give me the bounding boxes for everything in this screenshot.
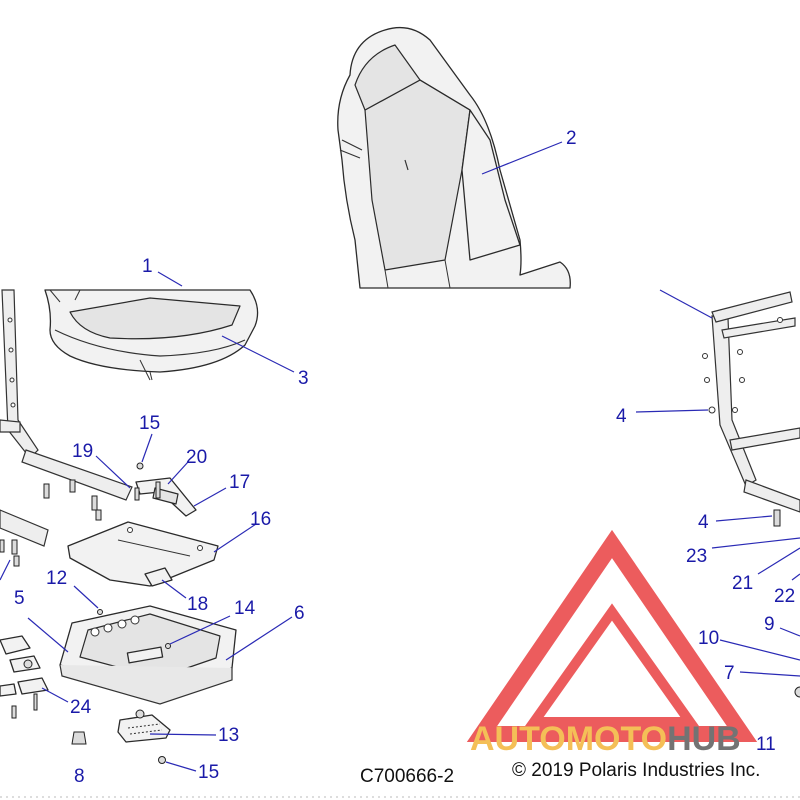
- seat-bottom: [44, 289, 259, 381]
- right-seat-frame: [702, 291, 800, 513]
- callout-18: 18: [187, 594, 208, 615]
- callout-22: 22: [774, 586, 795, 607]
- watermark-part1: AUTOMOTO: [470, 720, 667, 758]
- callout-11: 11: [756, 734, 776, 755]
- callout-2: 2: [566, 128, 577, 149]
- callout-8: 8: [74, 766, 85, 787]
- watermark-part2: HUB: [667, 720, 741, 758]
- callout-1: 1: [142, 256, 153, 277]
- callout-16: 16: [250, 509, 271, 530]
- callout-19: 19: [72, 441, 93, 462]
- callout-4-lower: 4: [698, 512, 709, 533]
- seat-back: [337, 26, 571, 289]
- watermark-text: AUTOMOTOHUB: [470, 720, 741, 758]
- copyright-text: © 2019 Polaris Industries Inc.: [512, 760, 760, 781]
- left-seat-frame: [0, 289, 133, 547]
- callout-7: 7: [724, 663, 735, 684]
- seat-plate: [67, 521, 219, 587]
- callout-20: 20: [186, 447, 207, 468]
- callout-24: 24: [70, 697, 92, 718]
- callout-10: 10: [698, 628, 719, 649]
- figure-id: C700666-2: [360, 766, 454, 787]
- callout-12: 12: [46, 568, 67, 589]
- callout-4: 4: [616, 406, 627, 427]
- callout-9: 9: [764, 614, 775, 635]
- callout-3: 3: [298, 368, 309, 389]
- callout-21: 21: [732, 573, 753, 594]
- watermark-inner-triangle-icon: [524, 603, 700, 727]
- slider-plate: [117, 714, 171, 743]
- watermark-logo: AUTOMOTOHUB: [466, 529, 758, 758]
- callout-17: 17: [229, 472, 250, 493]
- callout-23: 23: [686, 546, 707, 567]
- callout-6: 6: [294, 603, 305, 624]
- leader-lines: [0, 141, 800, 772]
- watermark-triangle-icon: [466, 529, 758, 742]
- callout-13: 13: [218, 725, 239, 746]
- callout-15-lower: 15: [198, 762, 219, 783]
- callout-15: 15: [139, 413, 160, 434]
- fasteners: [0, 462, 800, 764]
- bracket: [144, 567, 173, 587]
- callout-14: 14: [234, 598, 256, 619]
- seat-base-plate: [59, 605, 237, 705]
- callout-5: 5: [14, 588, 25, 609]
- callout-labels: 1 2 3 4 4 5 6 7 8 9 10 11 12 13 14 15 15…: [14, 128, 795, 787]
- latch-bracket: [135, 477, 197, 517]
